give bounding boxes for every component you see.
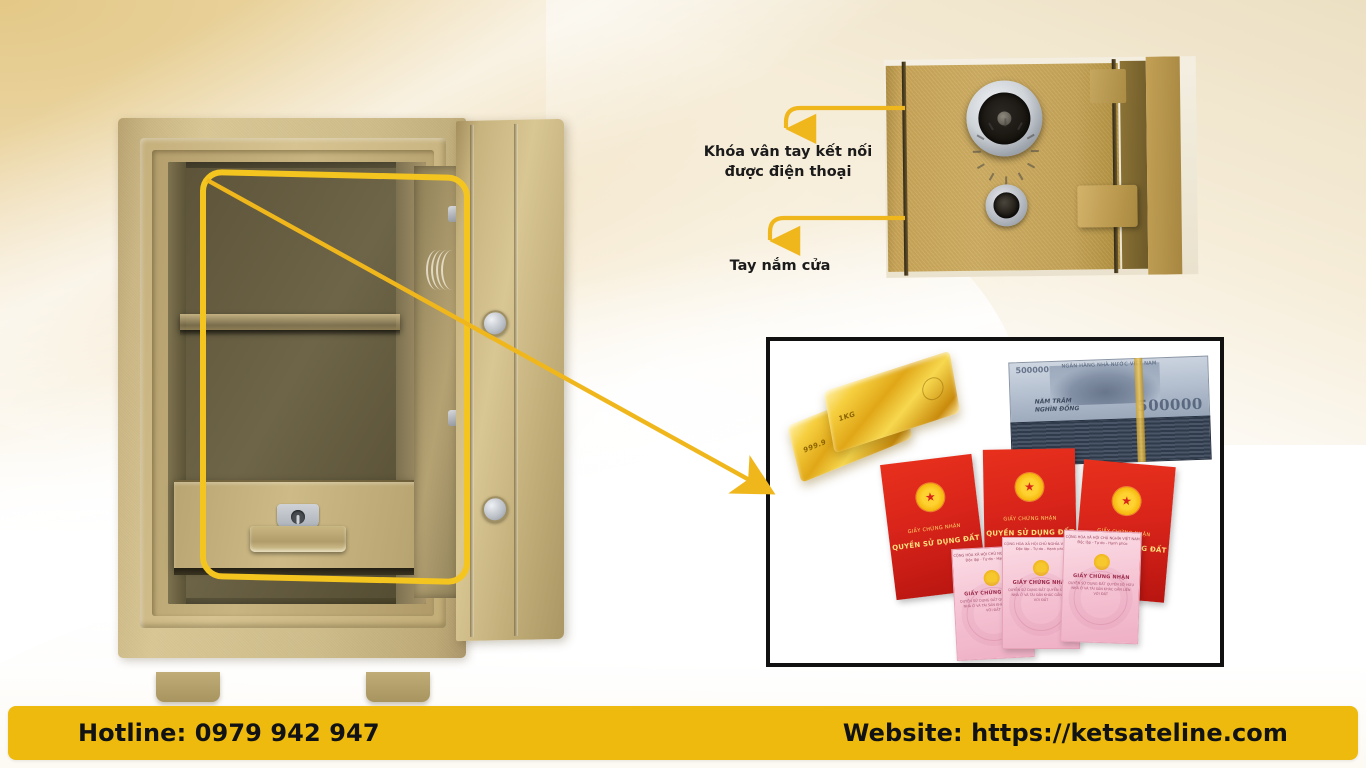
pink-land-certificate-3: CỘNG HÒA XÃ HỘI CHỦ NGHĨA VIỆT NAM Độc l… xyxy=(1060,529,1142,645)
safe-foot-left xyxy=(156,672,220,702)
callout-label-door-handle: Tay nắm cửa xyxy=(729,258,831,274)
national-emblem-icon xyxy=(1015,472,1044,502)
safe-foot-right xyxy=(366,672,430,702)
banknote-corner-number: 500000 xyxy=(1015,365,1050,376)
certificate-top-line: GIẤY CHỨNG NHẬN xyxy=(1003,515,1057,523)
banknote-denomination-number: 500000 xyxy=(1136,394,1204,416)
gold-bar-weight-label: 1KG xyxy=(838,409,856,424)
drawer-pull-handle xyxy=(250,526,346,552)
pink-cert-header: CỘNG HÒA XÃ HỘI CHỦ NGHĨA VIỆT NAM Độc l… xyxy=(1065,534,1140,546)
banknote-denomination-words: NĂM TRĂM NGHÌN ĐỒNG xyxy=(1034,397,1080,414)
safe-shelf-shadow xyxy=(180,330,400,336)
national-emblem-icon xyxy=(1093,553,1111,571)
callout-label-fingerprint-lock: Khóa vân tay kết nối được điện thoại xyxy=(703,144,873,180)
national-emblem-icon xyxy=(1033,560,1049,576)
pink-cert-subtitle: QUYỀN SỬ DỤNG ĐẤT QUYỀN SỞ HỮU NHÀ Ở VÀ … xyxy=(1008,588,1074,602)
door-inner-panel xyxy=(414,166,462,598)
pink-cert-title: GIẤY CHỨNG NHẬN xyxy=(1012,580,1070,586)
safe-shelf xyxy=(180,314,400,330)
pink-cert-header: CỘNG HÒA XÃ HỘI CHỦ NGHĨA VIỆT NAM Độc l… xyxy=(1003,542,1078,551)
national-emblem-icon xyxy=(1111,485,1142,517)
door-groove-2 xyxy=(514,123,518,636)
safe-door-open xyxy=(456,118,564,642)
safe-right-edge xyxy=(1145,56,1183,275)
fingerprint-lock-closeup-photo xyxy=(883,56,1199,278)
gold-bar-purity-label: 999.9 xyxy=(802,437,828,455)
national-emblem-icon xyxy=(914,481,946,513)
door-bolt-lower xyxy=(482,496,508,523)
gold-bar-stamp xyxy=(920,374,946,404)
valuables-photo-box: 999.9 1KG 500000 NGÂN HÀNG NHÀ NƯỚC VIỆT… xyxy=(766,337,1224,667)
door-handle-block xyxy=(1077,184,1138,228)
cash-top-note: 500000 NGÂN HÀNG NHÀ NƯỚC VIỆT NAM NĂM T… xyxy=(1008,355,1211,425)
footer-website[interactable]: Website: https://ketsateline.com xyxy=(842,719,1288,747)
door-bolt-upper xyxy=(482,310,508,337)
footer-hotline[interactable]: Hotline: 0979 942 947 xyxy=(78,719,380,747)
pink-cert-subtitle: QUYỀN SỬ DỤNG ĐẤT QUYỀN SỞ HỮU NHÀ Ở VÀ … xyxy=(1068,580,1135,597)
door-handle-upper-block xyxy=(1089,68,1127,104)
safe-product-image xyxy=(118,110,608,702)
door-vent-lines-icon xyxy=(426,250,452,294)
contact-footer-bar: Hotline: 0979 942 947 Website: https://k… xyxy=(8,706,1358,760)
drawer-bottom-gap xyxy=(174,568,422,575)
safe-inner-drawer xyxy=(174,480,422,568)
door-groove-1 xyxy=(470,124,474,637)
national-emblem-icon xyxy=(983,569,1001,587)
pink-cert-title: GIẤY CHỨNG NHẬN xyxy=(1072,573,1130,581)
drawer-key-lock-icon xyxy=(277,504,319,530)
